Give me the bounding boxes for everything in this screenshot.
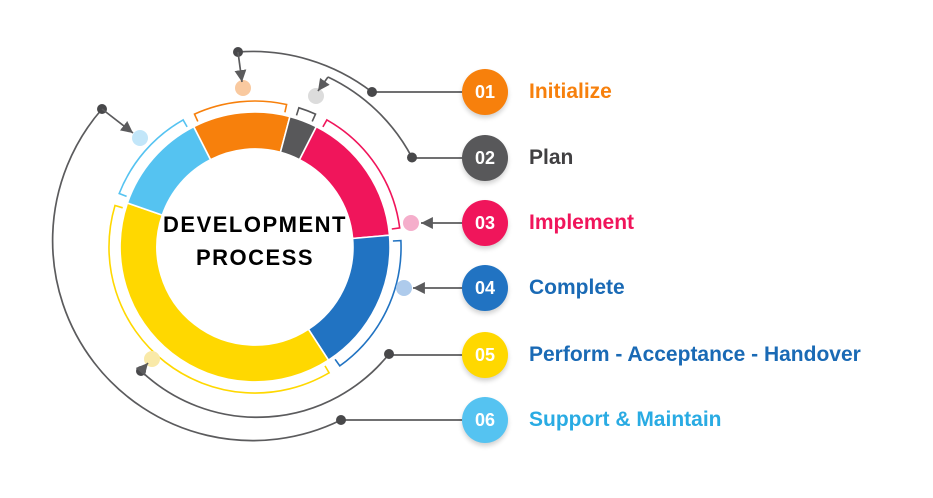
step-badge-03: 03 (462, 200, 508, 246)
pointer-circle-plan (308, 88, 324, 104)
bracket-support (118, 118, 188, 198)
connector-lines (51, 50, 463, 442)
dot-support-end (336, 415, 346, 425)
segment-brackets (108, 100, 402, 394)
segment-support (126, 125, 212, 217)
legend-item-perform: 05 Perform - Acceptance - Handover (462, 332, 861, 378)
segment-initialize (192, 111, 291, 161)
connector-curve-plan (327, 76, 413, 158)
diagram-title-line2: PROCESS (195, 245, 315, 270)
step-number: 05 (474, 344, 496, 365)
pointer-arrows (101, 51, 463, 376)
step-number: 02 (474, 147, 496, 168)
step-label-complete: Complete (529, 276, 625, 299)
segment-perform (119, 201, 330, 383)
step-badge-02: 02 (462, 135, 508, 181)
legend-item-implement: 03 Implement (462, 200, 634, 246)
step-number: 01 (474, 81, 496, 102)
arrow-plan (317, 76, 330, 92)
step-label-implement: Implement (529, 211, 635, 234)
legend-item-complete: 04 Complete (462, 265, 625, 311)
step-label-support: Support & Maintain (529, 408, 722, 431)
dot-plan-end (407, 152, 417, 163)
connector-curve-support (51, 108, 342, 442)
step-label-perform: Perform - Acceptance - Handover (529, 343, 861, 366)
step-number: 03 (474, 212, 496, 233)
step-badge-01: 01 (462, 69, 508, 115)
arrow-support (101, 108, 134, 134)
step-number: 04 (474, 277, 496, 298)
dot-perform-end (384, 349, 394, 359)
donut-chart (119, 111, 391, 383)
step-label-initialize: Initialize (529, 80, 612, 103)
arrow-perform (135, 362, 149, 376)
pointer-circle-initialize (235, 80, 251, 96)
dot-initialize-end (367, 87, 377, 97)
bracket-complete (334, 239, 402, 368)
pointer-circle-complete (396, 280, 412, 296)
pointer-circle-implement (403, 215, 419, 231)
bracket-implement (322, 118, 401, 230)
bracket-initialize (193, 100, 288, 122)
step-badge-04: 04 (462, 265, 508, 311)
legend-item-support: 06 Support & Maintain (462, 397, 722, 443)
legend-item-plan: 02 Plan (462, 135, 573, 181)
bracket-plan (295, 106, 317, 122)
connector-curve-initialize (237, 50, 373, 93)
step-label-plan: Plan (529, 146, 574, 169)
step-number: 06 (474, 409, 496, 430)
diagram-title: DEVELOPMENT PROCESS (135, 208, 375, 274)
arrow-initialize (234, 51, 247, 83)
diagram-title-line1: DEVELOPMENT (163, 212, 347, 237)
pointer-circle-support (132, 130, 148, 146)
bracket-perform (108, 204, 331, 394)
legend-item-initialize: 01 Initialize (462, 69, 612, 115)
step-badge-05: 05 (462, 332, 508, 378)
connector-curve-perform (140, 353, 390, 419)
step-badge-06: 06 (462, 397, 508, 443)
